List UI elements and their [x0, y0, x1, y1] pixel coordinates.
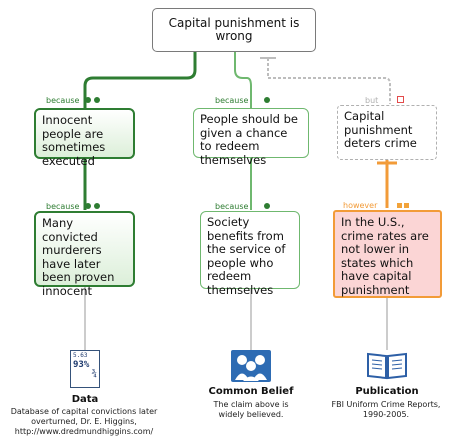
middle-sub-box[interactable]: Society benefits from the service of peo…: [200, 211, 300, 296]
middle-sub-text: Society benefits from the service of peo…: [207, 215, 286, 297]
right-sub-label: however: [343, 201, 378, 210]
strength-dot: [264, 203, 270, 209]
right-reason-box[interactable]: Capital punishment deters crime: [337, 105, 437, 160]
book-icon: [367, 352, 407, 380]
middle-reason-box[interactable]: People should be given a chance to redee…: [193, 108, 309, 166]
middle-sub-label: because: [215, 202, 249, 211]
root-claim-text: Capital punishment is wrong: [168, 15, 300, 43]
connector-root-right: [267, 58, 391, 104]
left-reason-label: because: [46, 96, 80, 105]
source-data-desc: Database of capital convictions later ov…: [10, 407, 158, 436]
data-icon: 5.63 93% ¾: [70, 350, 100, 388]
strength-dot: [94, 97, 100, 103]
strength-dot: [264, 97, 270, 103]
source-data-name: Data: [71, 394, 99, 405]
connector-root-left: [83, 52, 197, 108]
left-sub-label: because: [46, 202, 80, 211]
middle-reason-text: People should be given a chance to redee…: [200, 112, 298, 167]
right-sub-text: In the U.S., crime rates are not lower i…: [341, 215, 429, 297]
right-reason-label: but: [365, 96, 379, 105]
data-icon-line3: ¾: [91, 369, 97, 379]
left-reason-text: Innocent people are sometimes executed: [42, 113, 106, 168]
strength-dot: [85, 203, 91, 209]
strength-dot: [94, 203, 100, 209]
right-reason-text: Capital punishment deters crime: [344, 109, 417, 150]
left-sub-text: Many convicted murderers have later been…: [42, 216, 115, 298]
left-sub-box[interactable]: Many convicted murderers have later been…: [34, 211, 135, 297]
strength-dot: [85, 97, 91, 103]
source-belief-desc: The claim above is widely believed.: [213, 400, 289, 419]
objection-marker-icon: [397, 96, 404, 103]
strength-square: [404, 203, 409, 208]
source-publication-desc: FBI Uniform Crime Reports, 1990-2005.: [331, 400, 441, 419]
data-icon-line1: 5.63: [73, 352, 88, 359]
common-belief-icon: [231, 350, 271, 382]
strength-square: [397, 203, 402, 208]
right-sub-box[interactable]: In the U.S., crime rates are not lower i…: [333, 210, 442, 298]
middle-reason-label: because: [215, 96, 249, 105]
source-belief-name: Common Belief: [208, 386, 294, 397]
connector-root-middle: [234, 52, 252, 108]
data-icon-line2: 93%: [73, 360, 90, 370]
root-claim[interactable]: Capital punishment is wrong: [152, 8, 316, 52]
left-reason-box[interactable]: Innocent people are sometimes executed: [34, 108, 135, 167]
source-publication-name: Publication: [355, 386, 419, 397]
